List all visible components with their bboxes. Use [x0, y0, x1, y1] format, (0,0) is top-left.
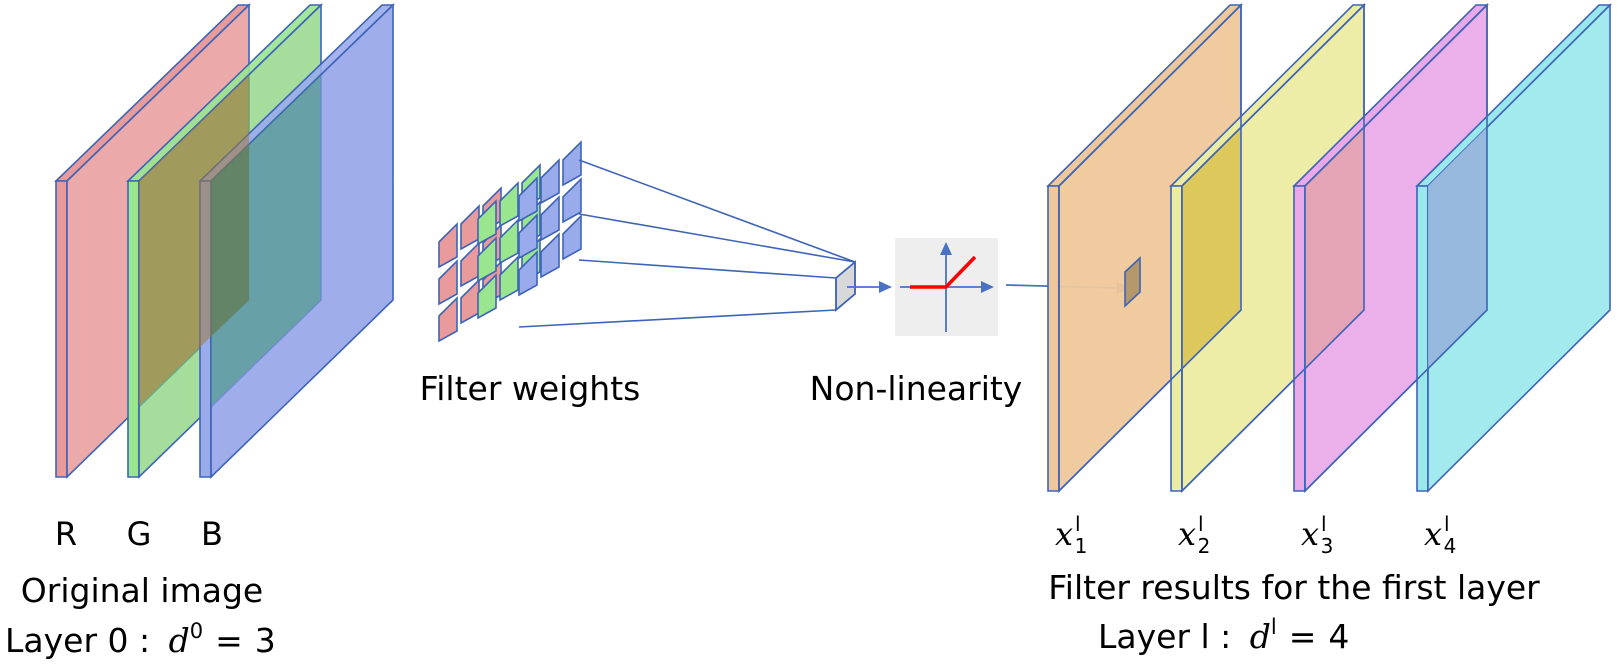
filter-weight-cell [477, 236, 497, 283]
arrow-to-nonlinearity [847, 281, 892, 293]
filter-weights-caption: Filter weights [420, 369, 641, 408]
filter-weight-cell [460, 241, 480, 288]
filter-weight-cell [540, 232, 560, 279]
channel-label-r: R [55, 515, 77, 553]
filter-results-caption: Filter results for the first layer [1048, 568, 1540, 607]
filter-weight-cell [438, 296, 458, 343]
filter-weight-cell [438, 222, 458, 269]
output-neuron-cell [1124, 256, 1141, 308]
nonlinearity-caption: Non-linearity [810, 369, 1023, 408]
relu-icon [895, 238, 998, 336]
filter-weight-cell [477, 199, 497, 246]
channel-label-b: B [201, 515, 223, 553]
filter-weight-cell [562, 140, 582, 187]
feature-map-planes [1046, 3, 1612, 493]
filter-weight-cell [499, 255, 519, 302]
filter-weight-cell [438, 259, 458, 306]
filter-weight-cell [540, 158, 560, 205]
filter-weights-graphic [438, 140, 582, 343]
filter-weight-cell [518, 176, 538, 223]
original-image-planes [54, 3, 395, 479]
plane-x4 [1415, 3, 1612, 493]
filter-weight-cell [518, 250, 538, 297]
filter-weight-cell [460, 204, 480, 251]
filter-weight-cell [460, 278, 480, 325]
channel-label-g: G [127, 515, 152, 553]
filter-projection-lines [518, 159, 856, 328]
filter-weight-cell [499, 218, 519, 265]
layer0-equation: Layer 0 : d0=3 [5, 619, 276, 660]
filter-output-cell [835, 260, 856, 312]
filter-weight-cell [540, 195, 560, 242]
filter-weight-cell [562, 177, 582, 224]
filter-weight-cell [477, 273, 497, 320]
layer1-equation: Layer l : dl=4 [1098, 615, 1349, 656]
original-image-caption: Original image [21, 571, 263, 610]
plane-x3 [1292, 3, 1489, 493]
filter-weight-cell [562, 214, 582, 261]
filter-weight-cell [518, 213, 538, 260]
filter-weight-cell [499, 181, 519, 228]
